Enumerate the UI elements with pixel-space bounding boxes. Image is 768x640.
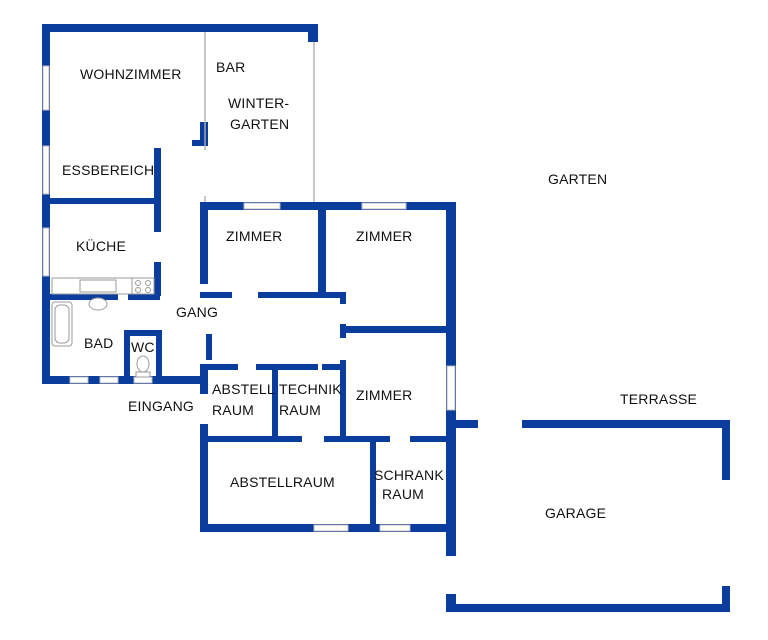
wall-kueche-bottom-2	[128, 294, 160, 300]
wall-garage-top	[522, 420, 730, 428]
wall-mid-horizontal-a	[200, 436, 302, 442]
wall-zimmer2-left	[340, 292, 346, 304]
window-right-zimmer3	[446, 365, 456, 411]
wall-bottom-left	[42, 376, 202, 384]
wall-top-living-corner	[308, 24, 318, 42]
kitchen-sink	[79, 279, 117, 293]
window-bottom-schrank	[379, 524, 411, 532]
wall-top-bedrooms	[200, 202, 456, 210]
wall-top-living	[42, 24, 318, 32]
wall-zimmer1-bottom-b	[258, 292, 346, 298]
label-wintergarten-2: GARTEN	[230, 116, 289, 132]
wall-wc-top	[124, 330, 162, 336]
label-wohnzimmer: WOHNZIMMER	[80, 66, 182, 82]
label-schrankraum-2: RAUM	[382, 486, 424, 502]
window-left-3	[42, 227, 50, 277]
stove-burner	[145, 287, 151, 293]
label-terrasse: TERRASSE	[620, 391, 697, 407]
windows	[42, 65, 456, 532]
label-technikraum-2: RAUM	[279, 402, 321, 418]
window-top-zimmer2	[361, 202, 407, 210]
wall-essbereich-kueche	[50, 198, 158, 204]
label-zimmer-2: ZIMMER	[356, 228, 412, 244]
wall-garage-right-lower	[722, 586, 730, 612]
walls	[42, 24, 730, 612]
wall-garage-top-stub	[446, 420, 478, 428]
wall-zimmer3-left	[340, 324, 346, 338]
label-wc: WC	[131, 339, 155, 355]
wall-kueche-bottom	[50, 294, 118, 300]
wall-zimmer3-left-lower	[340, 360, 346, 440]
wall-bad-wc	[124, 330, 130, 384]
kitchen-stove	[131, 277, 155, 295]
wall-left-outer	[42, 24, 50, 384]
wall-schrank-left	[370, 442, 376, 532]
wall-abstell-top-b	[256, 364, 318, 370]
wall-left-zimmer1	[200, 202, 208, 284]
label-kueche: KÜCHE	[76, 237, 126, 254]
stove-burner	[145, 280, 151, 286]
wall-bar-stub-2	[192, 140, 208, 146]
wall-gang-left	[206, 334, 212, 360]
wall-zimmer1-bottom-a	[200, 292, 232, 298]
label-schrankraum-1: SCHRANK	[374, 467, 444, 483]
wall-left-lower	[200, 424, 208, 532]
window-bottom-wc	[133, 376, 153, 384]
wall-bar-stub	[200, 122, 208, 146]
window-bottom-bad-2	[99, 376, 119, 384]
window-top-zimmer1	[243, 202, 281, 210]
wall-eingang-left	[200, 364, 208, 394]
wall-garage-bottom-stub	[446, 594, 456, 612]
wall-essbereich-right	[154, 148, 161, 232]
window-left-1	[42, 65, 50, 111]
wall-zimmer2-bottom	[346, 326, 450, 333]
washbasin	[88, 297, 108, 311]
fixtures	[51, 277, 155, 378]
wall-zimmer-divider	[318, 202, 326, 294]
label-wintergarten-1: WINTER-	[228, 95, 289, 111]
label-abstellraum-small-2: RAUM	[212, 402, 254, 418]
label-bad: BAD	[84, 335, 113, 351]
wall-wc-right	[156, 330, 162, 384]
wall-kueche-right	[154, 262, 161, 296]
room-labels: WOHNZIMMER BAR WINTER- GARTEN ESSBEREICH…	[62, 59, 697, 521]
label-zimmer-1: ZIMMER	[226, 228, 282, 244]
glazing	[204, 32, 315, 202]
bathtub-inner	[54, 304, 70, 344]
wall-garage-left-lower	[446, 532, 456, 556]
label-gang: GANG	[176, 304, 218, 320]
wall-abstell-technik	[272, 364, 278, 440]
wall-abstell-top-c	[322, 364, 346, 370]
label-zimmer-3: ZIMMER	[356, 387, 412, 403]
toilet-tank	[135, 371, 151, 378]
wall-garage-bottom	[446, 604, 730, 612]
label-garten: GARTEN	[548, 171, 607, 187]
window-bottom-abstell	[313, 524, 349, 532]
stove-burner	[135, 287, 141, 293]
window-left-2	[42, 145, 50, 195]
label-eingang: EINGANG	[128, 398, 194, 414]
toilet-bowl	[136, 355, 150, 373]
wall-garage-right-upper	[722, 420, 730, 480]
window-bottom-bad	[69, 376, 89, 384]
label-technikraum-1: TECHNIK	[279, 381, 342, 397]
wall-mid-horizontal-b	[324, 436, 390, 442]
wall-mid-horizontal-c	[410, 436, 450, 442]
label-abstellraum: ABSTELLRAUM	[230, 474, 335, 490]
label-abstellraum-small-1: ABSTELL	[212, 381, 275, 397]
label-bar: BAR	[216, 59, 245, 75]
label-essbereich: ESSBEREICH	[62, 162, 154, 178]
wall-abstell-top-a	[206, 364, 238, 370]
stove-burner	[135, 280, 141, 286]
label-garage: GARAGE	[545, 505, 606, 521]
